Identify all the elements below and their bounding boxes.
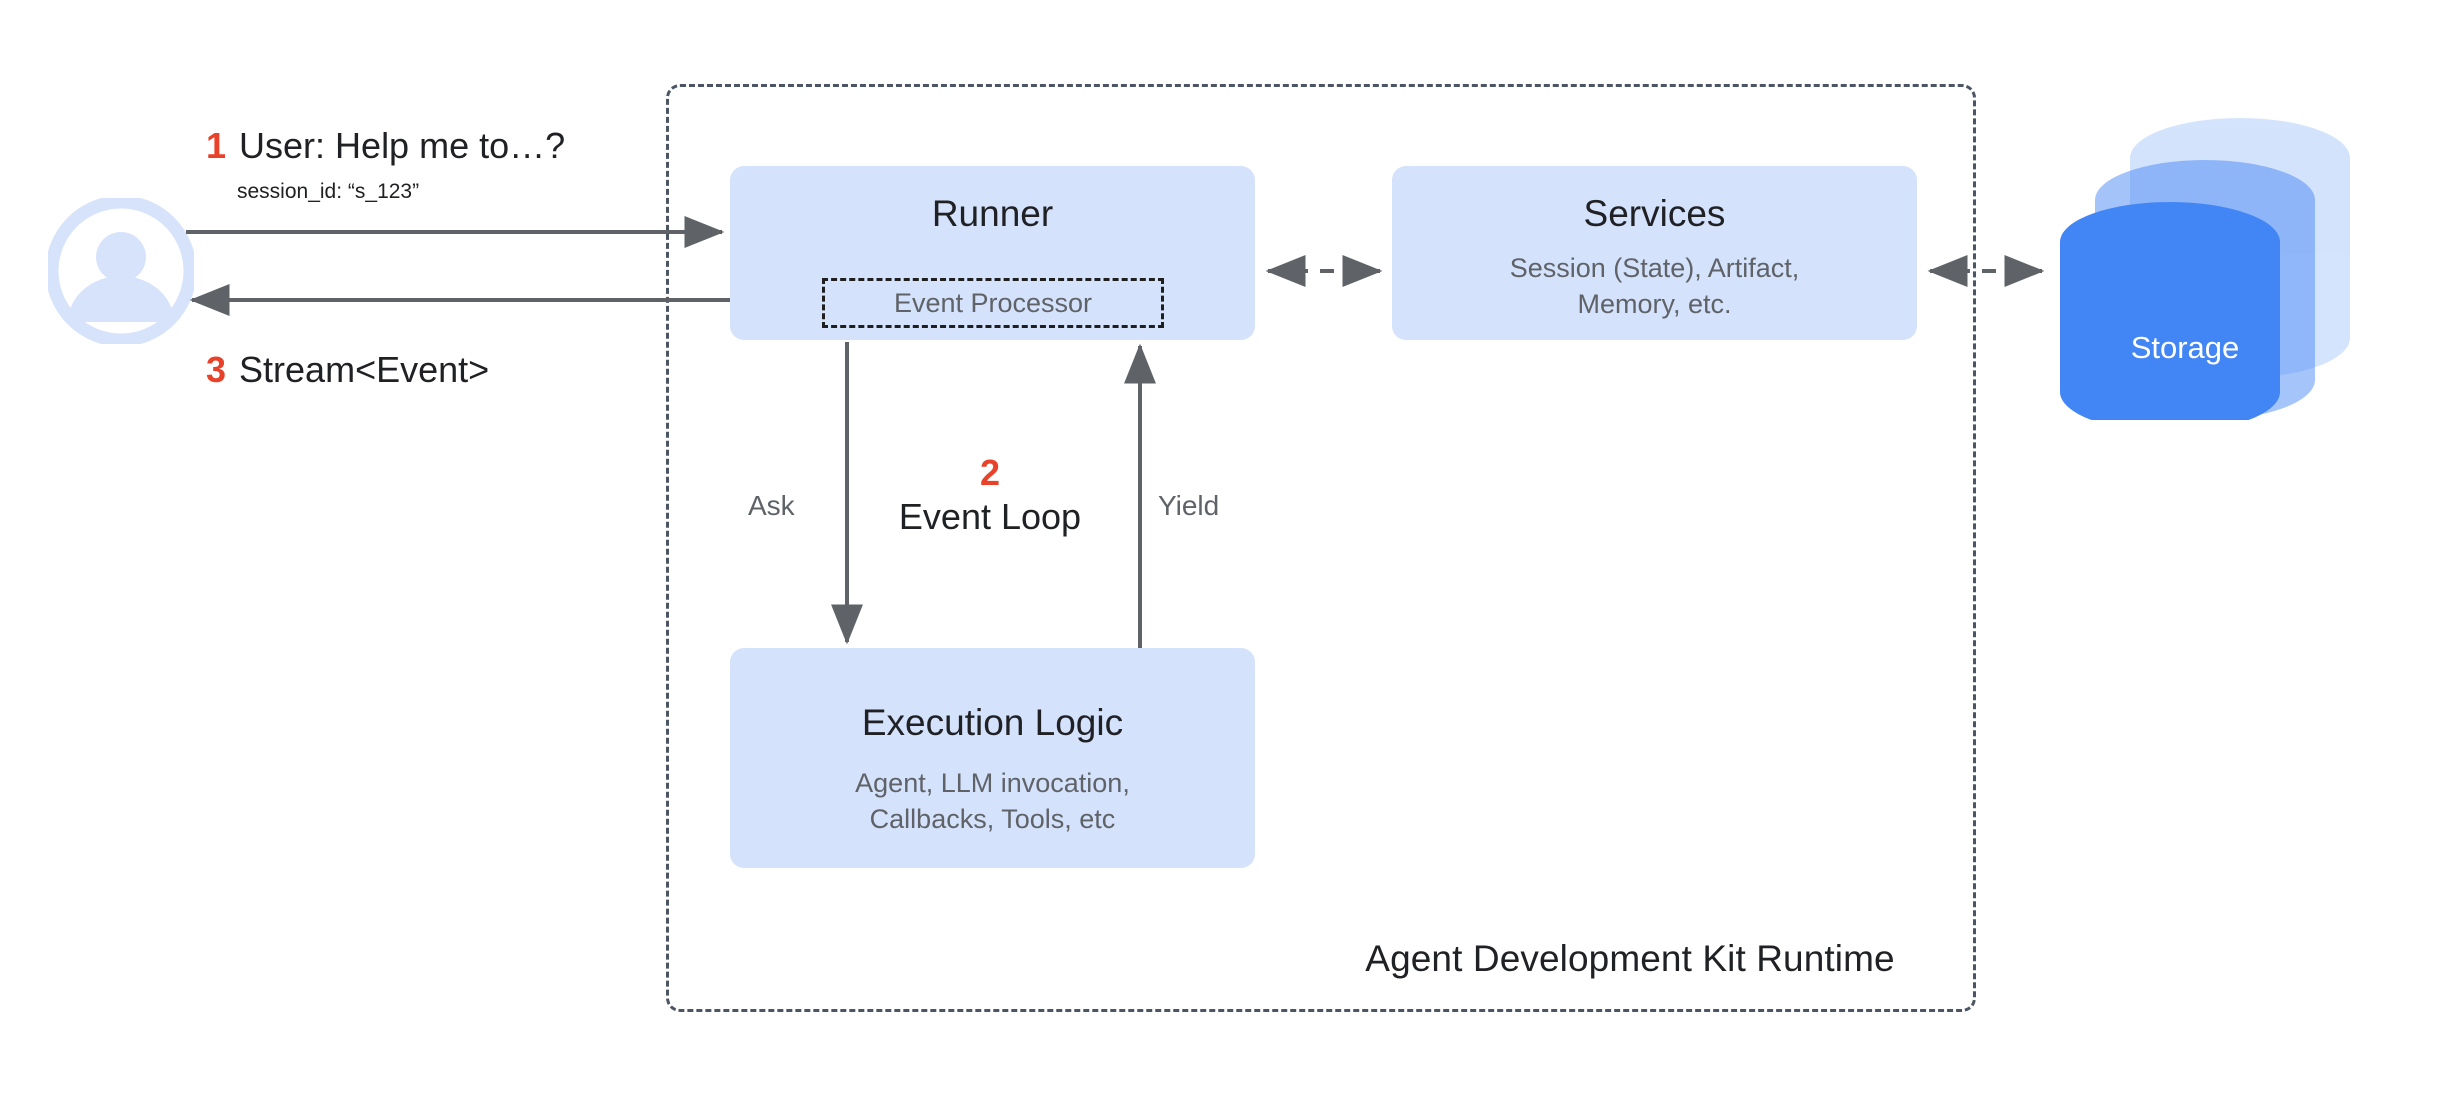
callout-user-request: 1 User: Help me to…? bbox=[206, 126, 565, 166]
storage-cylinder-icon[interactable] bbox=[2020, 100, 2420, 432]
adk-runtime-boundary bbox=[666, 84, 1976, 1012]
adk-runtime-label: Agent Development Kit Runtime bbox=[1365, 938, 1895, 979]
node-execution-logic-title: Execution Logic bbox=[861, 702, 1124, 743]
callout-stream-event: 3 Stream<Event> bbox=[206, 350, 489, 390]
step-number-1: 1 bbox=[206, 125, 227, 166]
node-execution-logic[interactable]: Execution Logic Agent, LLM invocation, C… bbox=[730, 648, 1255, 868]
node-runner[interactable]: Runner bbox=[730, 166, 1255, 340]
edge-label-yield: Yield bbox=[1158, 490, 1220, 521]
node-services-title: Services bbox=[1583, 193, 1726, 234]
node-services[interactable]: Services Session (State), Artifact, Memo… bbox=[1392, 166, 1917, 340]
storage-label: Storage bbox=[2130, 330, 2240, 365]
callout-stream-event-text: Stream<Event> bbox=[239, 349, 490, 390]
callout-session-id: session_id: “s_123” bbox=[237, 180, 420, 203]
node-event-processor[interactable]: Event Processor bbox=[822, 278, 1164, 328]
node-execution-logic-subtitle: Agent, LLM invocation, Callbacks, Tools,… bbox=[855, 767, 1130, 834]
node-services-subtitle: Session (State), Artifact, Memory, etc. bbox=[1509, 252, 1800, 319]
node-event-processor-label: Event Processor bbox=[893, 287, 1093, 318]
step-number-2: 2 bbox=[979, 452, 1001, 493]
node-runner-title: Runner bbox=[931, 193, 1054, 234]
callout-user-request-text: User: Help me to…? bbox=[239, 125, 566, 166]
user-avatar-icon bbox=[45, 195, 197, 347]
step-number-3: 3 bbox=[206, 349, 227, 390]
edge-label-ask: Ask bbox=[748, 490, 795, 521]
edge-label-event-loop-text: Event Loop bbox=[898, 496, 1082, 538]
